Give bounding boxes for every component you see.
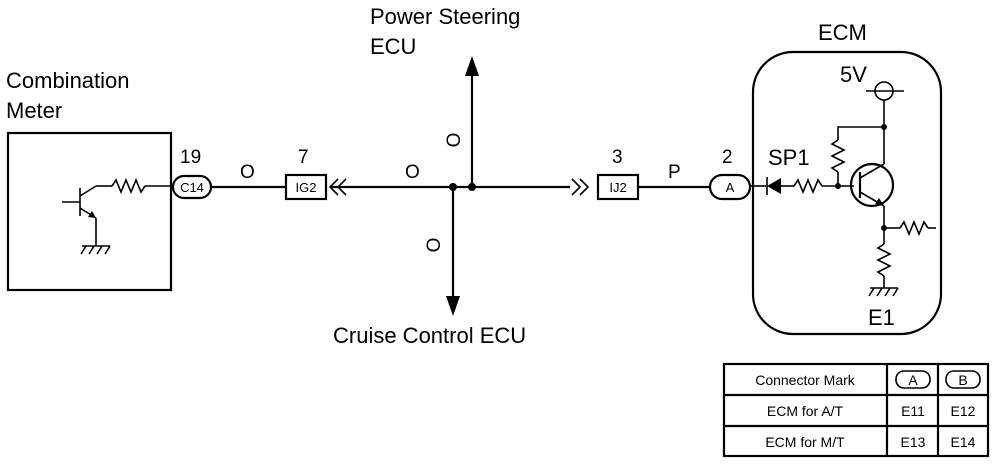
arrow-down-icon bbox=[446, 296, 460, 316]
meter-ground-symbol bbox=[80, 245, 111, 255]
wire-color-p: P bbox=[668, 162, 681, 183]
connector-a bbox=[708, 173, 752, 201]
five-v-label: 5V bbox=[840, 62, 867, 87]
connector-mark-table: Connector Mark A B ECM for A/T E11 E12 E… bbox=[722, 362, 990, 458]
cruise-control-ecu-label: Cruise Control ECU bbox=[333, 323, 526, 348]
table-row-at-b: E12 bbox=[951, 403, 976, 419]
connector-c14-label: C14 bbox=[180, 180, 204, 195]
arrow-up-icon bbox=[465, 56, 479, 76]
table-header-a-oval bbox=[895, 370, 931, 389]
connector-ig2 bbox=[284, 173, 328, 201]
combination-meter-box bbox=[6, 131, 173, 292]
table-row-at-label: ECM for A/T bbox=[767, 403, 844, 419]
connector-a-label: A bbox=[726, 180, 735, 195]
sp1-label: SP1 bbox=[768, 145, 810, 170]
connector-ig2-label: IG2 bbox=[296, 180, 317, 195]
table-row-mt-a: E13 bbox=[901, 434, 926, 450]
ecm-ground-symbol bbox=[868, 287, 899, 297]
combination-meter-label-line2: Meter bbox=[6, 98, 62, 123]
table-row-at-a: E11 bbox=[901, 403, 925, 419]
ij2-connector-chevrons bbox=[571, 178, 590, 196]
wire-color-o-down: O bbox=[424, 238, 445, 253]
sp1-resistor bbox=[793, 177, 854, 195]
ecm-box bbox=[751, 50, 943, 336]
connector-ij2-label: IJ2 bbox=[609, 180, 626, 195]
pin-3-label: 3 bbox=[612, 147, 623, 168]
e1-label: E1 bbox=[868, 305, 895, 330]
table-header-b-oval bbox=[945, 370, 981, 389]
five-v-supply-symbol bbox=[866, 81, 904, 127]
ecm-pullup-resistor bbox=[830, 126, 884, 185]
combination-meter-label-line1: Combination bbox=[6, 68, 130, 93]
power-steering-ecu-label-line2: ECU bbox=[370, 34, 416, 59]
sp1-diode-symbol bbox=[750, 177, 794, 195]
pin-2-label: 2 bbox=[722, 147, 733, 168]
meter-transistor-symbol bbox=[62, 177, 171, 246]
power-steering-ecu-label-line1: Power Steering bbox=[370, 4, 520, 29]
wire-color-o-mid: O bbox=[405, 162, 420, 183]
ecm-label: ECM bbox=[818, 20, 867, 45]
wire-color-o-left: O bbox=[240, 162, 255, 183]
table-header-b: B bbox=[958, 372, 967, 388]
table-header-connector-mark: Connector Mark bbox=[755, 372, 856, 388]
table-row-mt-label: ECM for M/T bbox=[765, 434, 845, 450]
table-header-a: A bbox=[908, 372, 918, 388]
pin-7-label: 7 bbox=[298, 147, 309, 168]
ecm-ground-resistor bbox=[876, 228, 892, 288]
wire-color-o-up: O bbox=[444, 133, 465, 148]
table-row-mt-b: E14 bbox=[951, 434, 976, 450]
pin-19-label: 19 bbox=[180, 147, 201, 168]
ecm-transistor-symbol bbox=[849, 127, 895, 228]
ecm-output-resistor bbox=[884, 219, 936, 237]
